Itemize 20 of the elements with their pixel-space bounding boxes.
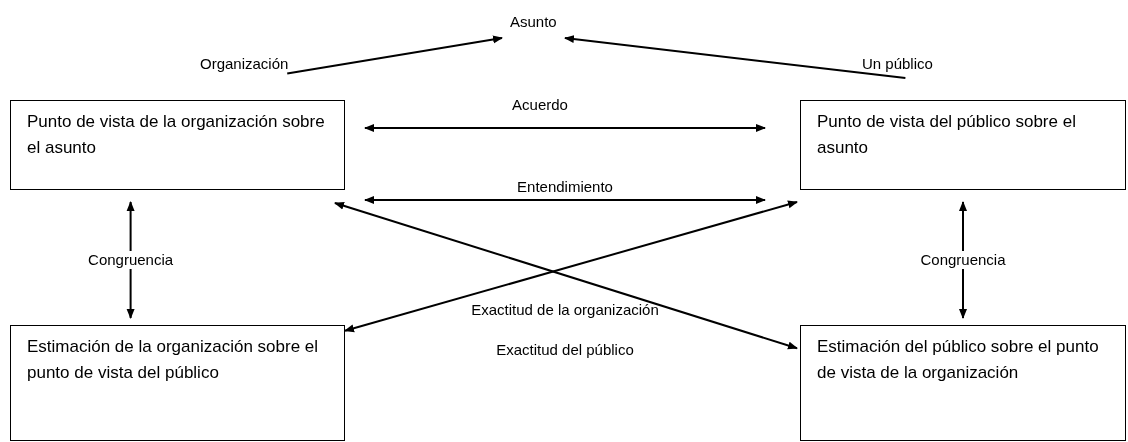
concept-box [10, 100, 345, 190]
edge-label: Congruencia [85, 251, 177, 269]
arrow [286, 35, 503, 75]
concept-box [10, 325, 345, 441]
arrow [959, 201, 967, 319]
box-text: Estimación de la organización sobre el punto de vista del público [27, 336, 320, 384]
concept-box [800, 325, 1126, 441]
text-label: Exactitud del público [495, 341, 635, 359]
arrow [364, 196, 766, 204]
box-text: Punto de vista de la organización sobre el asunto [27, 111, 326, 159]
text-label: Un público [858, 52, 937, 76]
concept-box [800, 100, 1126, 190]
arrow [364, 123, 766, 132]
arrow [564, 35, 907, 79]
text-label: Asunto [506, 10, 561, 34]
box-text: Estimación del público sobre el punto de vista de la organización [817, 336, 1100, 384]
text-label: Organización [196, 52, 293, 76]
arrow [126, 201, 135, 319]
box-text: Punto de vista del público sobre el asunto [817, 111, 1077, 159]
text-label: Exactitud de la organización [470, 301, 660, 319]
